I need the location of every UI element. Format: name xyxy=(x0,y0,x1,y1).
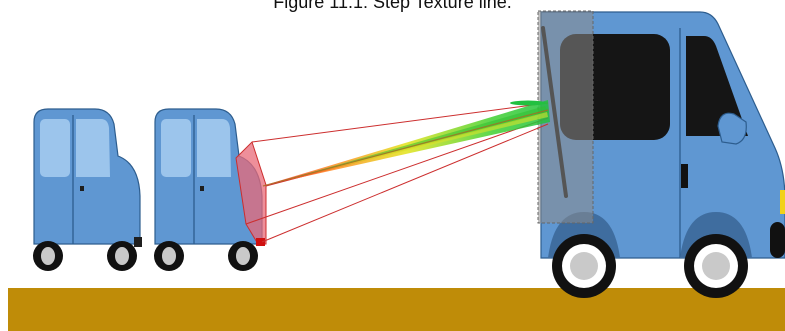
van-front-bumper xyxy=(770,222,785,258)
ray-lower xyxy=(246,118,548,224)
van-wheel-front xyxy=(684,234,748,298)
left-car-bumper xyxy=(134,237,142,247)
left-car-window-rear xyxy=(76,119,110,177)
middle-car-wheel-rear xyxy=(154,241,184,271)
van-wheel-rear xyxy=(552,234,616,298)
texture-beam xyxy=(262,100,550,186)
target-marker xyxy=(256,238,265,246)
left-car-wheel-rear xyxy=(33,241,63,271)
beam-body xyxy=(262,100,550,186)
van-door-handle xyxy=(681,164,688,188)
middle-car-window-rear xyxy=(197,119,231,177)
middle-car-window-front xyxy=(161,119,191,177)
ground xyxy=(8,288,785,331)
middle-car-wheel-front xyxy=(228,241,258,271)
left-car-wheel-front xyxy=(107,241,137,271)
middle-car-handle xyxy=(200,186,204,191)
left-car xyxy=(33,109,142,271)
left-car-window-front xyxy=(40,119,70,177)
beam-streak-1 xyxy=(270,106,548,184)
van-headlight xyxy=(780,190,785,214)
beam-source xyxy=(510,101,546,106)
ray-bottom xyxy=(262,124,548,242)
left-car-handle xyxy=(80,186,84,191)
